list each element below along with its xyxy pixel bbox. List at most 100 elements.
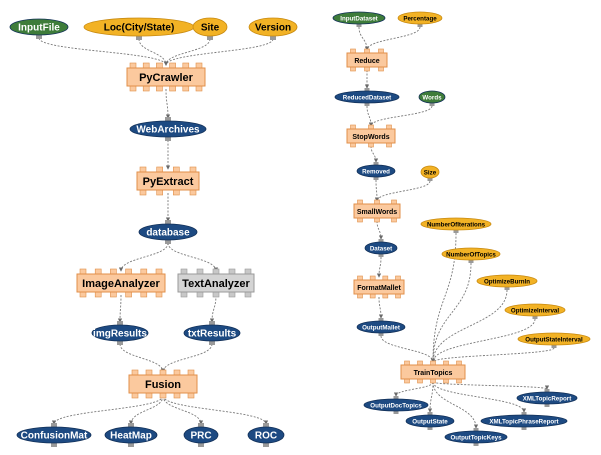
node-output-state[interactable]: OutputState: [405, 412, 455, 430]
node-number-of-topics[interactable]: NumberOfTopics: [441, 247, 501, 263]
edge-img-results-to-fusion: [119, 343, 166, 373]
output-port-icon: [350, 142, 356, 148]
input-port-icon: [350, 124, 356, 130]
edge-input-dataset-to-reduce: [358, 26, 370, 51]
node-fusion[interactable]: Fusion: [128, 369, 198, 399]
output-port-icon: [417, 378, 423, 384]
output-port-icon: [373, 176, 379, 180]
node-ellipse: [332, 11, 386, 25]
node-reduced-dataset[interactable]: ReducedDataset: [334, 88, 400, 106]
node-output-topic-keys[interactable]: OutputTopicKeys: [444, 428, 508, 446]
node-label: InputDataset: [340, 15, 377, 22]
output-port-icon: [430, 378, 436, 384]
input-port-icon: [378, 48, 384, 54]
node-train-topics[interactable]: TrainTopics: [400, 360, 466, 384]
node-ellipse: [504, 303, 566, 317]
node-ellipse: [138, 223, 198, 241]
node-database[interactable]: database: [138, 220, 198, 244]
node-label: OutputMallet: [362, 324, 400, 331]
output-port-icon: [196, 291, 204, 298]
node-confusion-mat[interactable]: ConfusionMat: [16, 423, 92, 447]
node-words[interactable]: Words: [418, 90, 446, 106]
node-img-results[interactable]: imgResults: [91, 321, 149, 345]
input-port-icon: [443, 360, 449, 366]
input-port-icon: [125, 268, 132, 275]
node-label: Site: [201, 23, 220, 34]
edge-input-file-to-py-crawler: [38, 37, 169, 66]
node-ellipse: [104, 426, 158, 444]
node-txt-results[interactable]: txtResults: [183, 321, 241, 345]
output-port-icon: [156, 85, 163, 92]
node-label: database: [146, 228, 190, 239]
output-port-icon: [393, 410, 399, 414]
output-port-icon: [156, 189, 163, 196]
edge-train-topics-to-output-state: [427, 381, 434, 413]
node-output-state-interval[interactable]: OutputStateInterval: [517, 332, 591, 348]
node-ellipse: [9, 18, 69, 36]
node-label: XMLTopicReport: [523, 395, 572, 402]
node-stop-words[interactable]: StopWords: [346, 124, 396, 148]
node-roc[interactable]: ROC: [247, 423, 285, 447]
output-port-icon: [182, 85, 190, 92]
edge-fusion-to-confusion-mat: [51, 395, 164, 425]
input-port-icon: [374, 199, 380, 205]
edge-number-of-iterations-to-train-topics: [430, 232, 457, 363]
output-port-icon: [212, 291, 220, 298]
output-port-icon: [443, 378, 449, 384]
node-percentage[interactable]: Percentage: [397, 11, 443, 27]
node-py-crawler[interactable]: PyCrawler: [126, 62, 206, 92]
node-ellipse: [405, 414, 455, 428]
node-reduce[interactable]: Reduce: [346, 48, 388, 72]
input-port-icon: [198, 423, 204, 428]
node-format-mallet[interactable]: FormatMallet: [353, 275, 405, 299]
node-optimize-interval[interactable]: OptimizeInterval: [504, 303, 566, 319]
node-prc[interactable]: PRC: [183, 423, 219, 447]
output-port-icon: [79, 291, 87, 298]
process-label: PyExtract: [143, 176, 194, 188]
output-port-icon: [125, 291, 132, 298]
node-heat-map[interactable]: HeatMap: [104, 423, 158, 447]
node-site[interactable]: Site: [192, 17, 228, 40]
output-port-icon: [521, 426, 527, 430]
node-number-of-iterations[interactable]: NumberOfIterations: [420, 217, 492, 233]
input-port-icon: [368, 124, 374, 130]
node-output-mallet[interactable]: OutputMallet: [356, 318, 406, 336]
input-port-icon: [139, 166, 147, 173]
input-port-icon: [129, 62, 137, 69]
node-ellipse: [16, 426, 92, 444]
node-label: imgResults: [93, 329, 147, 340]
output-port-icon: [131, 392, 139, 399]
node-version[interactable]: Version: [248, 17, 298, 40]
node-small-words[interactable]: SmallWords: [353, 199, 401, 223]
process-box: [346, 52, 388, 68]
node-output-doc-topics[interactable]: OutputDocTopics: [363, 396, 429, 414]
node-xmltopic-phrase-report[interactable]: XMLTopicPhraseReport: [480, 412, 568, 430]
node-loc[interactable]: Loc(City/State): [83, 17, 195, 40]
node-ellipse: [247, 426, 285, 444]
output-port-icon: [180, 291, 188, 298]
node-image-analyzer[interactable]: ImageAnalyzer: [76, 268, 166, 298]
node-optimize-burn-in[interactable]: OptimizeBurnIn: [476, 274, 538, 290]
node-ellipse: [476, 274, 538, 288]
node-size[interactable]: Size: [420, 165, 440, 181]
node-dataset[interactable]: Dataset: [364, 239, 398, 257]
output-port-icon: [417, 23, 423, 27]
process-box: [346, 128, 396, 144]
node-text-analyzer[interactable]: TextAnalyzer: [177, 268, 255, 298]
node-input-dataset[interactable]: InputDataset: [332, 11, 386, 27]
node-xmltopic-report[interactable]: XMLTopicReport: [516, 389, 578, 407]
output-port-icon: [357, 293, 363, 299]
input-port-icon: [357, 199, 363, 205]
node-py-extract[interactable]: PyExtract: [136, 166, 200, 196]
edge-site-to-py-crawler: [163, 38, 211, 66]
node-removed[interactable]: Removed: [356, 162, 396, 180]
node-label: NumberOfTopics: [446, 251, 496, 258]
node-web-archives[interactable]: WebArchives: [129, 117, 207, 141]
input-port-icon: [391, 199, 397, 205]
input-port-icon: [212, 268, 220, 275]
input-port-icon: [364, 88, 370, 92]
node-input-file[interactable]: InputFile: [9, 18, 69, 39]
input-port-icon: [94, 268, 102, 275]
input-port-icon: [195, 62, 203, 69]
edge-train-topics-to-output-topic-keys: [432, 381, 479, 429]
